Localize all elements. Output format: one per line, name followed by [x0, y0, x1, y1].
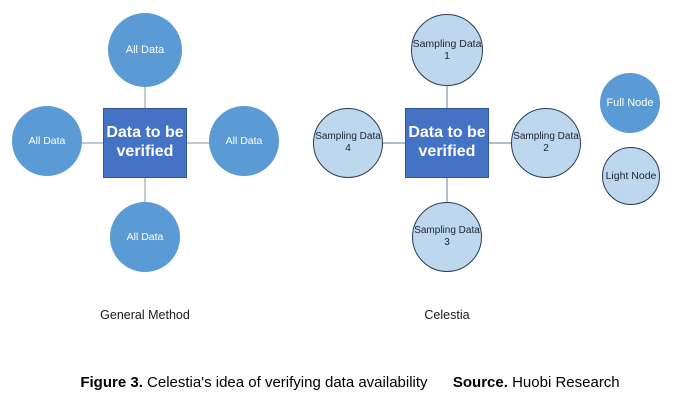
center-box-celestia[interactable]: Data to be verified — [405, 108, 489, 178]
figure-caption: Figure 3. Celestia's idea of verifying d… — [0, 374, 700, 391]
node-sampling-data-3[interactable]: Sampling Data 3 — [412, 202, 482, 272]
center-box-general-method[interactable]: Data to be verified — [103, 108, 187, 178]
legend-item-full-node[interactable]: Full Node — [600, 73, 660, 133]
center-box-label: Data to be verified — [408, 124, 486, 160]
caption-figure-label: Figure 3. — [80, 374, 143, 391]
diagram-label-general-method: General Method — [65, 308, 225, 322]
node-label: Sampling Data 2 — [513, 131, 579, 154]
group-label-text: Celestia — [424, 308, 470, 322]
node-label: Sampling Data 4 — [315, 131, 381, 154]
center-box-label: Data to be verified — [106, 124, 184, 160]
node-label: All Data — [125, 43, 165, 56]
node-label: All Data — [225, 134, 263, 147]
node-sampling-data-4[interactable]: Sampling Data 4 — [313, 108, 383, 178]
node-all-data-bottom[interactable]: All Data — [110, 202, 180, 272]
node-label: Sampling Data 3 — [414, 225, 480, 248]
legend-label: Full Node — [606, 96, 654, 109]
node-all-data-right[interactable]: All Data — [209, 106, 279, 176]
node-label: All Data — [28, 134, 66, 147]
caption-source-label: Source. — [452, 374, 508, 391]
node-label: All Data — [126, 230, 164, 243]
caption-text: Celestia's idea of verifying data availa… — [147, 374, 428, 391]
node-label: Sampling Data 1 — [412, 37, 482, 62]
diagram-label-celestia: Celestia — [387, 308, 507, 322]
node-all-data-top[interactable]: All Data — [108, 13, 182, 87]
caption-source-text: Huobi Research — [512, 374, 620, 391]
group-label-text: General Method — [100, 308, 190, 322]
node-all-data-left[interactable]: All Data — [12, 106, 82, 176]
legend-label: Light Node — [605, 169, 657, 182]
node-sampling-data-1[interactable]: Sampling Data 1 — [411, 14, 483, 86]
legend-item-light-node[interactable]: Light Node — [602, 147, 660, 205]
node-sampling-data-2[interactable]: Sampling Data 2 — [511, 108, 581, 178]
